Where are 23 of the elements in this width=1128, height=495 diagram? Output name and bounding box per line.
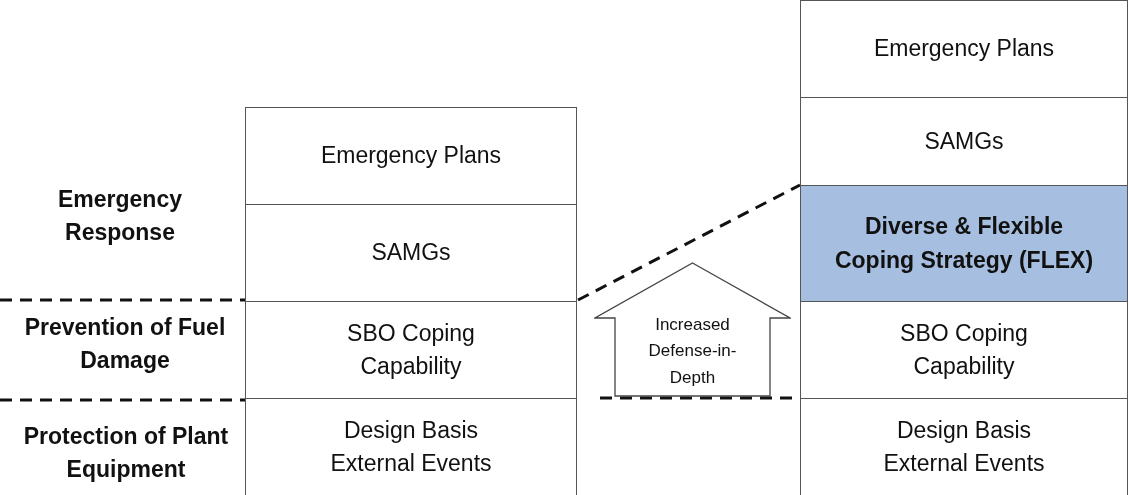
block-arrow — [594, 262, 791, 397]
layer-box — [800, 97, 1128, 186]
layer-box — [245, 107, 577, 205]
layer-label: Emergency Plans — [319, 141, 503, 171]
layer-label: SAMGs — [923, 126, 1005, 156]
layer-label: Diverse & Flexible Coping Strategy (FLEX) — [834, 212, 1094, 275]
layer-label: Design Basis External Events — [882, 415, 1046, 478]
layer-label: SAMGs — [370, 238, 452, 268]
layer-box — [800, 0, 1128, 98]
tier-label: Emergency Response — [57, 185, 183, 248]
highlighted-layer-box — [800, 185, 1128, 302]
layer-box — [245, 301, 577, 399]
layer-label: Emergency Plans — [872, 34, 1056, 64]
layer-label: Increased Defense-in-Depth — [647, 313, 738, 389]
tier-label: Prevention of Fuel Damage — [23, 313, 227, 376]
layer-label: Design Basis External Events — [329, 415, 493, 478]
layer-box — [800, 301, 1128, 399]
tier-label: Protection of Plant Equipment — [22, 422, 230, 485]
layer-label: SBO Coping Capability — [346, 318, 476, 381]
layer-box — [800, 398, 1128, 495]
layer-label: SBO Coping Capability — [899, 318, 1029, 381]
layer-box — [245, 204, 577, 302]
layer-box — [245, 398, 577, 495]
